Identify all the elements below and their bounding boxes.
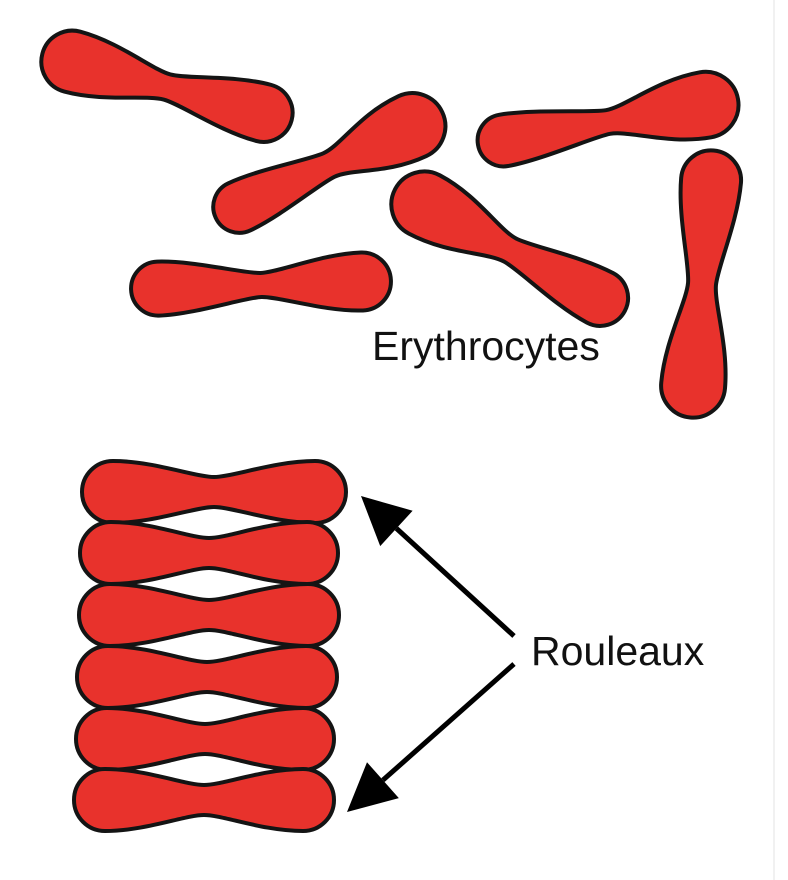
erythrocyte-cell xyxy=(475,69,741,169)
rouleaux-cell xyxy=(77,582,341,648)
arrow-up xyxy=(361,496,516,638)
arrow-down xyxy=(347,662,516,812)
rouleaux-cell xyxy=(75,644,339,710)
rouleaux-cell xyxy=(78,520,340,586)
rouleaux-stack xyxy=(72,459,348,833)
erythrocyte-cell xyxy=(39,28,295,144)
erythrocyte-cell xyxy=(129,250,393,318)
rouleaux-cell xyxy=(74,706,336,772)
arrows-group xyxy=(347,496,516,812)
rouleaux-cell xyxy=(80,459,348,525)
rouleaux-cell xyxy=(72,767,336,833)
erythrocyte-cell xyxy=(659,148,744,420)
free-erythrocytes-group xyxy=(39,28,744,420)
rouleaux-label: Rouleaux xyxy=(531,628,705,674)
erythrocyte-cell xyxy=(389,169,631,328)
erythrocyte-cell xyxy=(211,91,448,235)
erythrocytes-label: Erythrocytes xyxy=(372,323,600,369)
right-edge-line xyxy=(773,0,775,880)
